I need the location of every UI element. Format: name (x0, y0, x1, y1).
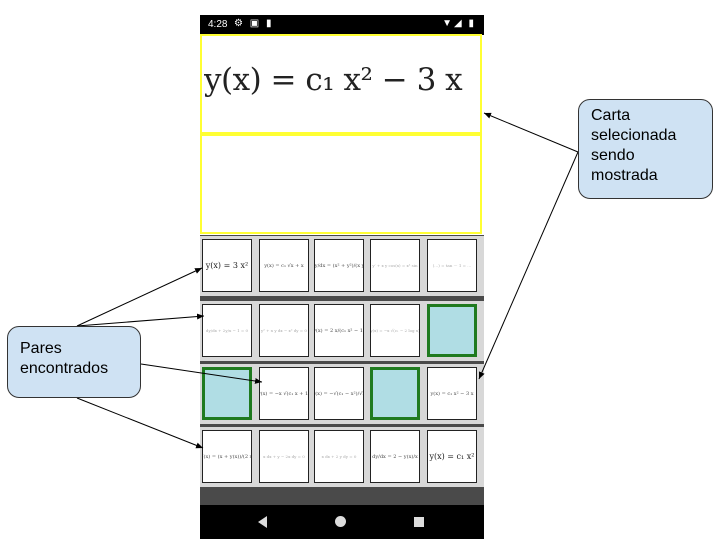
card[interactable]: x dx + y − 2x dy = 0 (259, 430, 309, 483)
back-icon[interactable] (258, 516, 267, 528)
found-card (202, 367, 252, 420)
selected-card-panel[interactable]: y(x) = c₁ x² − 3 x (200, 34, 482, 134)
arrow-to-pair-2 (76, 313, 205, 327)
card[interactable]: y(x) = c₁ x² (427, 430, 477, 483)
selected-card-equation: y(x) = c₁ x² − 3 x (204, 62, 463, 98)
phone-screen: 4:28 ⚙ ▣ ▮ ▼◢ ▮ y(x) = c₁ x² − 3 x y(x) … (200, 15, 484, 539)
status-time: 4:28 (208, 19, 228, 30)
recents-icon[interactable] (414, 517, 424, 527)
card[interactable]: dy/dx + 2y/x − 1 = 0 (202, 304, 252, 357)
found-card (427, 304, 477, 357)
arrow-to-selected-card (483, 112, 579, 153)
card[interactable]: y(x) = −√(c₁ − x²)/√2 (314, 367, 364, 420)
status-bar: 4:28 ⚙ ▣ ▮ ▼◢ ▮ (200, 15, 484, 35)
nav-bar (200, 505, 484, 539)
card[interactable]: y(x) = c₁ √x + x (259, 239, 309, 292)
status-icons-left: ⚙ ▣ ▮ (234, 18, 274, 29)
arrow-to-pair-3 (140, 363, 263, 384)
card[interactable]: y(x) = 3 x² (202, 239, 252, 292)
arrow-to-pair-1 (76, 267, 203, 327)
card[interactable]: y′(x) = (x + y(x))/(2 x) (202, 430, 252, 483)
card[interactable]: y(x) = −x √(c₁ x + 1) (259, 367, 309, 420)
home-icon[interactable] (335, 516, 346, 527)
card-row: dy/dx + 2y/x − 1 = 0 y² + x y dx − x² dy… (200, 301, 484, 361)
card[interactable]: dy/dx = 2 − y(x)/x (370, 430, 420, 483)
card[interactable]: y(x) = c₁ x² − 3 x (427, 367, 477, 420)
status-icons-right: ▼◢ ▮ (442, 18, 476, 29)
arrow-to-grid-card (478, 151, 579, 380)
found-card (370, 367, 420, 420)
callout-pairs-found: Pares encontrados (7, 326, 141, 398)
callout-selected-card: Carta selecionada sendo mostrada (578, 99, 713, 199)
card[interactable]: y(x) = −x √(c₁ − 2 log x) (370, 304, 420, 357)
card[interactable]: x dx + 2 y dy = 0 (314, 430, 364, 483)
arrow-to-pair-4 (76, 397, 204, 449)
card[interactable]: (…) = tan ⋯ 1 = … (427, 239, 477, 292)
match-card-panel[interactable] (200, 134, 482, 234)
card[interactable]: y(x) = 2 x/(c₁ x² − 1) (314, 304, 364, 357)
card[interactable]: dy/dx = (x² + y²)/(x y) (314, 239, 364, 292)
card[interactable]: y² + x y dx − x² dy = 0 (259, 304, 309, 357)
card[interactable]: y′ + x y cos(x) = x² sin (370, 239, 420, 292)
card-grid: y(x) = 3 x² y(x) = c₁ √x + x dy/dx = (x²… (200, 235, 484, 505)
card-row: y(x) = 3 x² y(x) = c₁ √x + x dy/dx = (x²… (200, 236, 484, 296)
card-row: y′(x) = (x + y(x))/(2 x) x dx + y − 2x d… (200, 427, 484, 487)
card-row: y(x) = −x √(c₁ x + 1) y(x) = −√(c₁ − x²)… (200, 364, 484, 424)
